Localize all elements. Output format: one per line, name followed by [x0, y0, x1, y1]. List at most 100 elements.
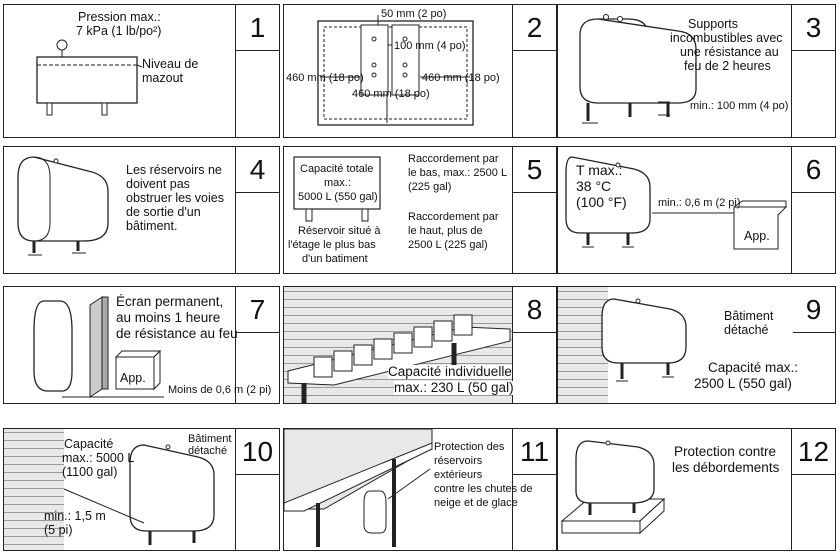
label-tanks-no-obstruct-4: de sortie d'un	[126, 205, 201, 219]
label-total-capacity-2: max.:	[324, 177, 351, 189]
blank-box	[791, 193, 835, 273]
panel-4: 4 Les réservoirs ne doivent pas obstruer…	[3, 146, 280, 274]
panel-3: 3 Supports incombustibles avec une résis…	[557, 4, 836, 138]
label-pressure-value: 7 kPa (1 lb/po²)	[76, 24, 162, 38]
blank-box	[235, 475, 279, 550]
label-tanks-no-obstruct-5: bâtiment.	[126, 219, 178, 233]
blank-box	[512, 333, 556, 403]
label-appliance: App.	[744, 229, 770, 243]
label-overflow-protection-2: les débordements	[672, 460, 780, 475]
fire-screen-illustration	[33, 296, 164, 398]
label-min-1-5m-2: (5 pi)	[44, 523, 73, 537]
label-lowest-floor-3: d'un batiment	[302, 253, 368, 265]
label-detached-building-10: Bâtiment	[188, 433, 232, 445]
panel-5: 5 Capacité totale max.: 5000 L (550 gal)…	[283, 146, 557, 274]
panel-number: 9	[791, 287, 835, 333]
panel-number: 10	[235, 429, 279, 475]
panel-number: 7	[235, 287, 279, 333]
label-tanks-no-obstruct: Les réservoirs ne	[126, 163, 222, 177]
label-outdoor-protection: Protection des	[434, 441, 505, 453]
label-top-connection-2: le haut, plus de	[408, 225, 483, 237]
blank-box	[791, 475, 835, 550]
label-max-capacity: Capacité max.:	[708, 360, 799, 375]
panel-number: 8	[512, 287, 556, 333]
panel-8: 8 Capacité individuelle max.: 230 L (50 …	[283, 286, 557, 404]
roof-protection-illustration	[284, 429, 433, 547]
panel-number: 4	[235, 147, 279, 193]
label-supports-4: feu de 2 heures	[684, 59, 771, 73]
label-permanent-screen: Écran permanent,	[116, 294, 224, 309]
panel-number: 12	[791, 429, 835, 475]
blank-box	[512, 475, 556, 550]
label-460mm-right: 460 mm (18 po)	[422, 72, 500, 84]
label-lowest-floor-2: l'étage le plus bas	[288, 239, 376, 251]
blank-box	[512, 51, 556, 137]
label-outdoor-protection-3: extérieurs	[434, 469, 483, 481]
label-capacity-3: (1100 gal)	[62, 465, 118, 479]
label-bottom-connection-2: le bas, max.: 2500 L	[408, 167, 508, 179]
tank-rack-illustration	[287, 314, 511, 403]
panel-number: 5	[512, 147, 556, 193]
tank-supports-illustration	[579, 14, 697, 124]
label-tmax-f: (100 °F)	[576, 194, 627, 210]
panel-1: 1 Pression max.: 7 kPa (1 lb/po²) Niveau…	[3, 4, 280, 138]
blank-box	[235, 51, 279, 137]
panel-number: 11	[512, 429, 556, 475]
label-permanent-screen-3: de résistance au feu	[116, 326, 238, 341]
label-460mm-left: 460 mm (18 po)	[286, 72, 364, 84]
label-less-than-0-6m: Moins de 0,6 m (2 pi)	[168, 384, 272, 396]
label-oil-level: Niveau de	[142, 57, 199, 71]
label-min-0-6m: min.: 0,6 m (2 pi)	[658, 197, 741, 209]
label-bottom-connection: Raccordement par	[408, 153, 499, 165]
tank-appliance-illustration	[565, 156, 788, 250]
panel-10: 10 Capacité max.: 5000 L (1100 gal) Bâti…	[3, 428, 280, 551]
detached-tank-illustration	[63, 444, 215, 545]
label-min-1-5m: min.: 1,5 m	[44, 509, 106, 523]
panel-9: 9 Bâtiment détaché Capacité max.: 2500 L…	[557, 286, 836, 404]
label-total-capacity-3: 5000 L (550 gal)	[298, 191, 378, 203]
panel-number: 6	[791, 147, 835, 193]
label-tanks-no-obstruct-3: obstruer les voies	[126, 191, 224, 205]
label-permanent-screen-2: au moins 1 heure	[116, 310, 221, 325]
label-outdoor-protection-4: contre les chutes de	[434, 483, 533, 495]
label-min-100mm: min.: 100 mm (4 po)	[690, 100, 789, 112]
tank-illustration	[17, 156, 109, 256]
label-tmax-c: 38 °C	[576, 178, 612, 194]
blank-box	[512, 193, 556, 273]
label-appliance-7: App.	[120, 371, 146, 385]
label-top-connection: Raccordement par	[408, 211, 499, 223]
label-lowest-floor: Réservoir situé à	[298, 225, 381, 237]
blank-box	[235, 193, 279, 273]
label-overflow-protection: Protection contre	[674, 444, 777, 459]
panel-12: 12 Protection contre les débordements	[557, 428, 836, 551]
label-pressure-max: Pression max.:	[78, 10, 161, 24]
label-individual-capacity: Capacité individuelle	[388, 364, 512, 379]
label-detached-building-2: détaché	[724, 323, 769, 337]
label-supports-3: une résistance au	[680, 45, 779, 59]
label-detached-building-10-2: détaché	[188, 445, 228, 457]
label-tanks-no-obstruct-2: doivent pas	[126, 177, 190, 191]
label-max-capacity-2: 2500 L (550 gal)	[694, 376, 792, 391]
blank-box	[235, 333, 279, 403]
label-460mm-bottom: 460 mm (18 po)	[352, 88, 430, 100]
panel-11: 11 Protection des réservoirs extérieurs …	[283, 428, 557, 551]
panel-number: 1	[235, 5, 279, 51]
clearance-diagram	[317, 15, 474, 126]
label-outdoor-protection-2: réservoirs	[434, 455, 483, 467]
label-supports-2: incombustibles avec	[670, 31, 783, 45]
panel-2: 2 50 mm (2 po) 100 mm (4 po) 460 mm (18 …	[283, 4, 557, 138]
overflow-protection-illustration	[560, 440, 666, 535]
label-outdoor-protection-5: neige et de glace	[434, 497, 518, 509]
detached-building-tank	[601, 287, 793, 403]
blank-box	[791, 51, 835, 137]
brick-wall	[4, 429, 64, 550]
label-capacity: Capacité	[64, 437, 114, 451]
panel-7: 7 Écran permanent, au moins 1 heure de r…	[3, 286, 280, 404]
label-capacity-2: max.: 5000 L	[62, 451, 135, 465]
panel-6: 6 T max.: 38 °C (100 °F) min.: 0,6 m (2 …	[557, 146, 836, 274]
label-top-connection-3: 2500 L (225 gal)	[408, 239, 488, 251]
label-100mm: 100 mm (4 po)	[394, 40, 466, 52]
label-total-capacity: Capacité totale	[300, 163, 374, 175]
label-50mm: 50 mm (2 po)	[381, 8, 447, 20]
label-detached-building: Bâtiment	[724, 309, 774, 323]
